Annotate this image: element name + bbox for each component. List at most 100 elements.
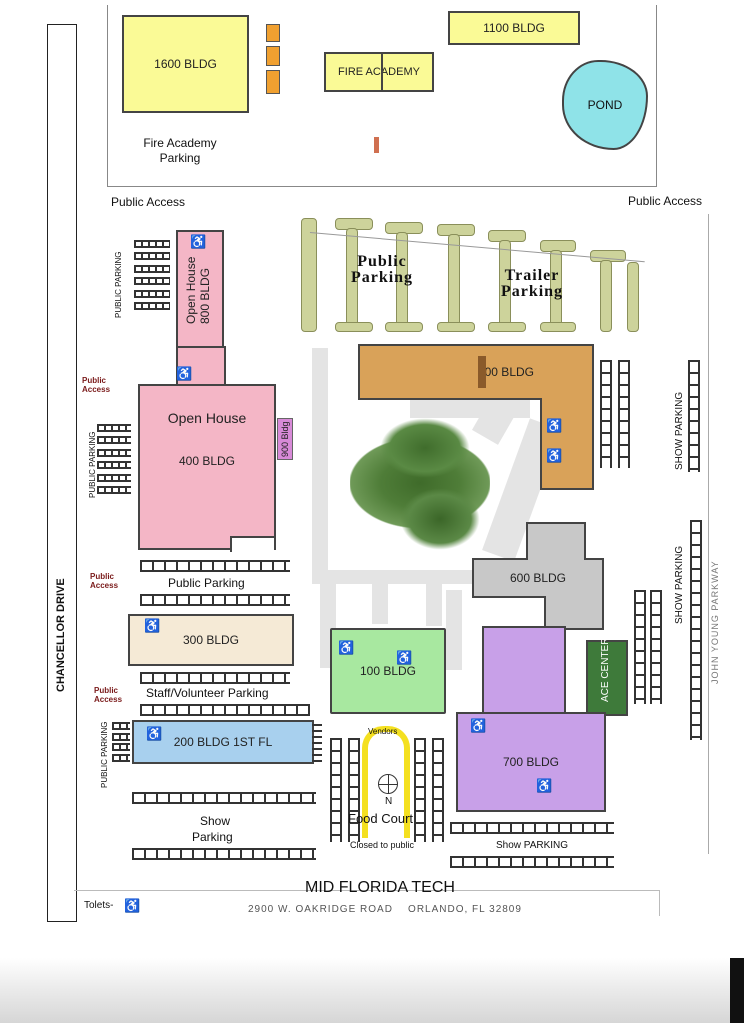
public-parking-side-label: PUBLIC PARKING: [88, 431, 97, 498]
public-access-label: Public Access: [82, 376, 111, 394]
lot-island: [301, 218, 317, 332]
public-parking-lot-label: Public Parking: [350, 253, 414, 286]
parking-row: [132, 848, 316, 860]
fire-parking-label: Fire Academy Parking: [143, 136, 217, 165]
scan-shadow: [0, 958, 744, 1023]
bldg-200-hatch: [312, 724, 322, 762]
lot-island: [627, 262, 639, 332]
small-orange-bldg: [266, 24, 280, 42]
toilet-icon: ♿: [396, 650, 413, 665]
toilet-icon: ♿: [144, 618, 161, 633]
bldg-600-label: 600 BLDG: [509, 571, 567, 585]
scan-edge: [730, 958, 744, 1023]
bldg-600-top-wing: [526, 522, 586, 560]
fire-academy-label: FIRE ACADEMY: [338, 66, 420, 78]
parking-column: [414, 738, 426, 842]
red-marker: [374, 137, 379, 153]
parking-column: [690, 520, 702, 740]
parking-column: [330, 738, 342, 842]
lot-island: [385, 322, 423, 332]
parking-column: [688, 360, 700, 472]
parking-stalls: [112, 722, 130, 762]
toilet-icon: ♿: [124, 898, 141, 913]
ace-center-label: ACE CENTER: [600, 637, 611, 702]
john-young-parkway-label: JOHN YOUNG PARKWAY: [710, 560, 720, 684]
food-court-yellow-path: [362, 726, 410, 838]
parking-column: [650, 590, 662, 704]
parking-column: [634, 590, 646, 704]
bldg-400-label: 400 BLDG: [178, 454, 236, 468]
public-parking-row-label: Public Parking: [168, 576, 245, 590]
lot-island: [540, 322, 576, 332]
bldg-500: 500 BLDG: [358, 344, 594, 400]
bldg-400-open-house: Open House: [167, 410, 247, 426]
parking-row: [140, 672, 290, 684]
bldg-600-bottom-wing: [544, 596, 604, 630]
parking-column: [618, 360, 630, 468]
toilet-icon: ♿: [338, 640, 355, 655]
bldg-200-label: 200 BLDG 1ST FL: [173, 735, 273, 749]
pond-label: POND: [587, 98, 623, 112]
parking-stalls: [134, 240, 170, 310]
toilet-icon: ♿: [470, 718, 487, 733]
bldg-100-label: 100 BLDG: [359, 664, 417, 678]
bldg-600: 600 BLDG: [472, 558, 604, 598]
compass-n-label: N: [385, 796, 393, 807]
bldg-800-open-house: Open House: [184, 256, 198, 324]
toilet-icon: ♿: [536, 778, 553, 793]
parking-column: [432, 738, 444, 842]
parking-row: [132, 792, 316, 804]
closed-to-public-label: Closed to public: [350, 840, 415, 850]
fire-academy-divider: [381, 52, 383, 92]
staff-parking-label: Staff/Volunteer Parking: [146, 686, 269, 700]
school-title: MID FLORIDA TECH: [305, 879, 455, 896]
food-court-label: Food Court: [348, 811, 414, 826]
john-young-road-edge: [708, 214, 709, 854]
bldg-500-label: 500 BLDG: [477, 365, 534, 379]
show-parking-caps-label: Show PARKING: [496, 840, 569, 851]
public-access-label: Public Access: [94, 686, 123, 704]
show-parking-label-a: Show: [200, 814, 231, 828]
lot-island: [448, 234, 460, 328]
toilet-icon: ♿: [190, 234, 207, 249]
bldg-200: 200 BLDG 1ST FL: [132, 720, 314, 764]
chancellor-drive-label: CHANCELLOR DRIVE: [55, 578, 67, 692]
toilets-legend-label: Tolets-: [84, 900, 114, 911]
walkway: [312, 348, 328, 580]
bldg-500-wing: [540, 398, 594, 490]
courtyard-trees: [340, 418, 500, 550]
ace-center: ACE CENTER: [586, 637, 628, 716]
bldg-700-label: 700 BLDG: [502, 755, 560, 769]
public-access-left-label: Public Access: [111, 195, 186, 209]
bldg-800: Open House 800 BLDG: [176, 230, 224, 348]
compass-icon: [378, 774, 398, 794]
lot-island: [335, 322, 373, 332]
parking-row: [450, 856, 614, 868]
walkway: [426, 584, 442, 626]
top-campus-boundary: [107, 5, 657, 187]
public-access-right-label: Public Access: [628, 194, 703, 208]
chancellor-drive-road: [47, 24, 77, 922]
walkway: [372, 584, 388, 624]
parking-row: [140, 704, 310, 716]
show-parking-side-label: SHOW PARKING: [674, 391, 685, 470]
lot-island: [600, 260, 612, 332]
parking-column: [348, 738, 360, 842]
lot-island: [437, 322, 475, 332]
footer-box-line: [659, 890, 660, 916]
bldg-800-label: 800 BLDG: [198, 267, 212, 324]
bldg-1600: 1600 BLDG: [122, 15, 249, 113]
lot-island: [488, 322, 526, 332]
bldg-700: 700 BLDG: [456, 712, 606, 812]
footer-box-line: [74, 890, 660, 891]
toilet-icon: ♿: [546, 418, 563, 433]
bldg-500-breezeway: [478, 356, 486, 388]
show-parking-label-b: Parking: [192, 830, 233, 844]
show-parking-side-label: SHOW PARKING: [674, 545, 685, 624]
toilet-icon: ♿: [146, 726, 163, 741]
bldg-400: Open House 400 BLDG: [138, 384, 276, 550]
bldg-1100: 1100 BLDG: [448, 11, 580, 45]
bldg-900: 900 Bldg: [277, 418, 293, 460]
parking-row: [450, 822, 614, 834]
fire-academy: FIRE ACADEMY: [324, 52, 434, 92]
